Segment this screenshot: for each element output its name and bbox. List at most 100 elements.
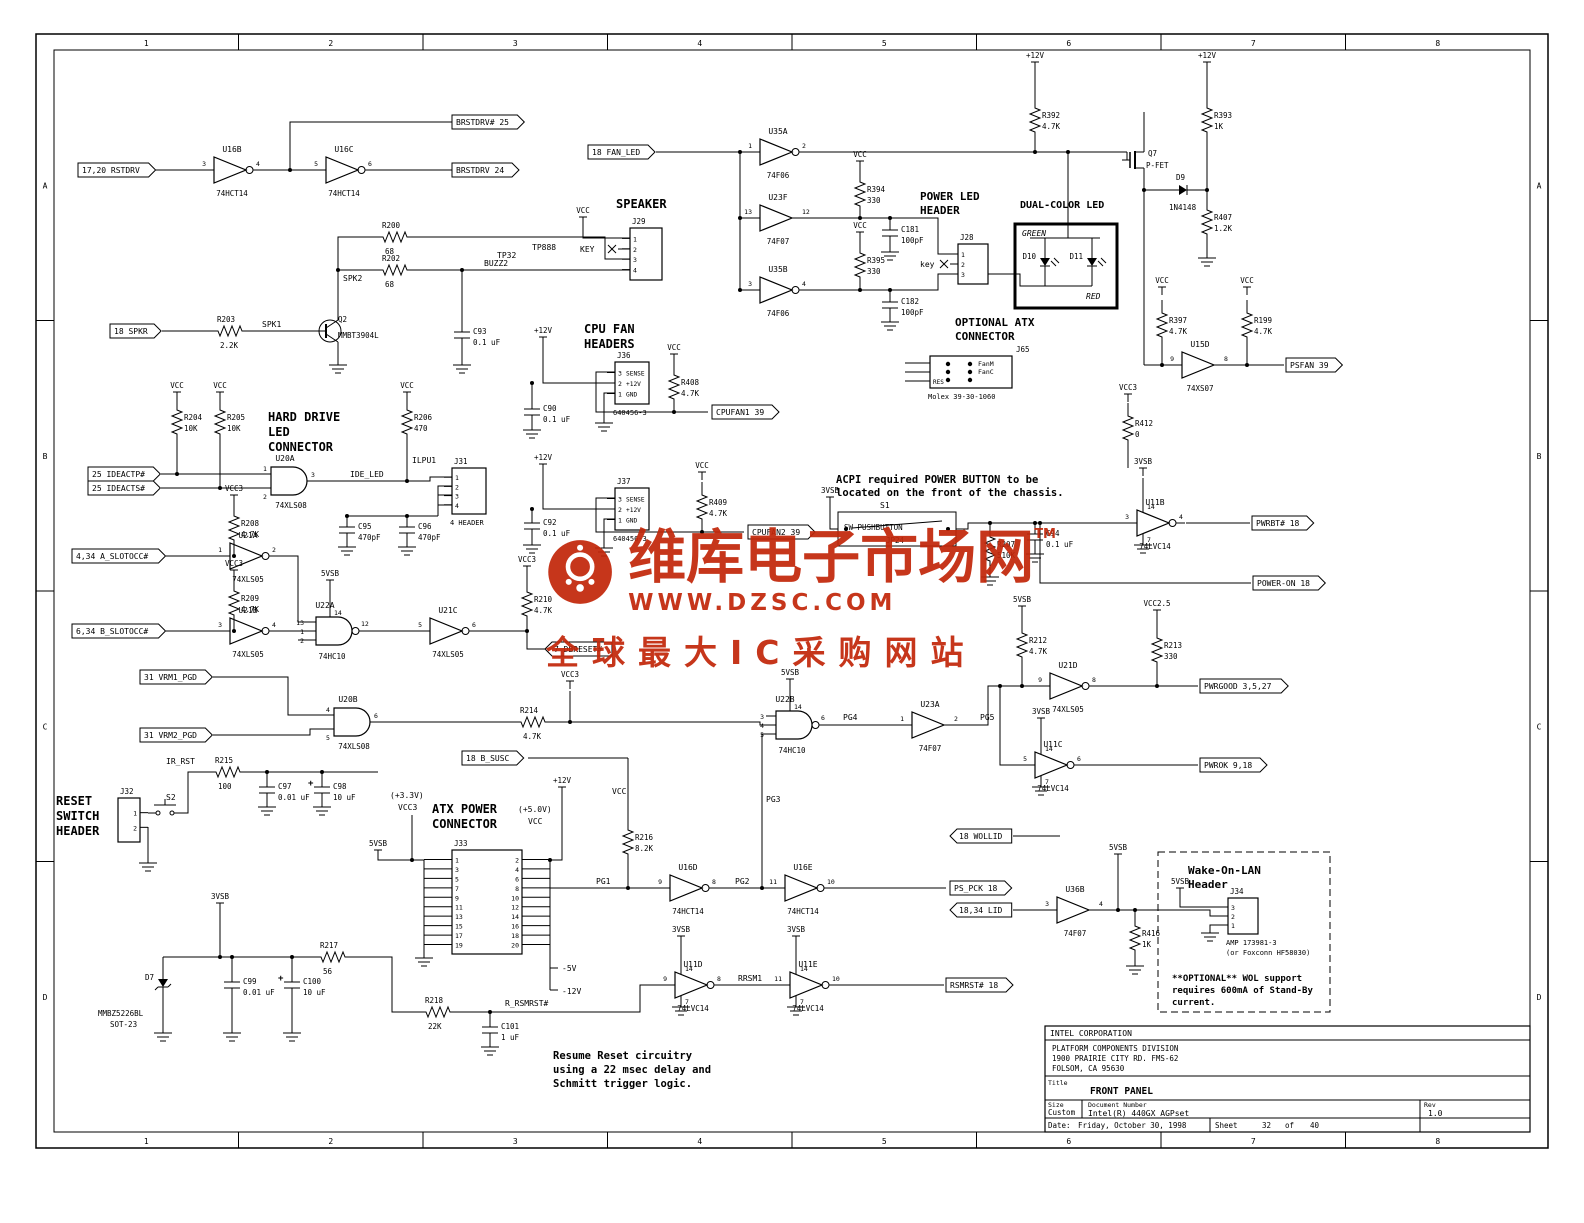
svg-text:U22B: U22B (775, 695, 794, 704)
svg-text:B: B (43, 452, 48, 461)
ground (595, 542, 613, 557)
svg-text:6: 6 (368, 160, 372, 168)
svg-text:100: 100 (218, 782, 232, 791)
svg-text:10K: 10K (184, 424, 198, 433)
svg-text:1: 1 (144, 39, 149, 48)
svg-text:3VSB: 3VSB (1032, 707, 1051, 716)
svg-text:C92: C92 (543, 518, 557, 527)
svg-text:PG5: PG5 (980, 713, 995, 722)
svg-text:VCC: VCC (667, 343, 681, 352)
svg-text:J33: J33 (454, 839, 468, 848)
svg-text:1K: 1K (1142, 940, 1152, 949)
svg-text:C95: C95 (358, 522, 372, 531)
svg-text:74LVC14: 74LVC14 (792, 1004, 824, 1013)
svg-text:+12V: +12V (553, 776, 572, 785)
svg-text:9: 9 (455, 894, 459, 902)
svg-text:INTEL CORPORATION: INTEL CORPORATION (1050, 1029, 1132, 1038)
svg-text:R200: R200 (382, 221, 401, 230)
diode-D10: D10 (1022, 248, 1060, 276)
svg-text:SW PUSHBUTTON: SW PUSHBUTTON (844, 523, 903, 532)
svg-text:SOT-23: SOT-23 (110, 1020, 137, 1029)
svg-text:PS_PCK 18: PS_PCK 18 (954, 884, 998, 893)
svg-text:11: 11 (455, 904, 463, 912)
svg-text:ILPU1: ILPU1 (412, 456, 436, 465)
svg-text:2: 2 (515, 856, 519, 864)
svg-text:1: 1 (133, 810, 137, 818)
signal-tag-7-dbreset-: 7 DBRESET# (544, 641, 613, 657)
svg-text:10: 10 (511, 894, 519, 902)
svg-text:7: 7 (1251, 1137, 1256, 1146)
svg-text:31 VRM2_PGD: 31 VRM2_PGD (144, 731, 197, 740)
svg-text:0.1 uF: 0.1 uF (1046, 540, 1074, 549)
svg-text:+: + (278, 974, 284, 984)
svg-text:-5V: -5V (562, 964, 577, 973)
svg-text:Molex 39-30-1060: Molex 39-30-1060 (928, 393, 995, 401)
svg-text:4 HEADER: 4 HEADER (450, 519, 485, 527)
svg-text:1: 1 (1231, 922, 1235, 930)
svg-text:CPUFAN2 39: CPUFAN2 39 (752, 528, 800, 537)
svg-text:74HCT14: 74HCT14 (672, 907, 704, 916)
svg-text:18 FAN_LED: 18 FAN_LED (592, 148, 640, 157)
svg-text:330: 330 (1164, 652, 1178, 661)
svg-text:11: 11 (774, 975, 782, 983)
svg-text:SENSE: SENSE (626, 497, 645, 504)
power-VCC3: VCC3 (1119, 383, 1137, 402)
svg-text:J36: J36 (617, 351, 631, 360)
svg-text:4.7K: 4.7K (681, 389, 700, 398)
power-VCC: VCC (1155, 276, 1169, 295)
power-VCC3: VCC3 (561, 670, 579, 689)
svg-text:1 uF: 1 uF (501, 1033, 520, 1042)
svg-text:D7: D7 (145, 973, 154, 982)
power-VCC3: VCC3 (225, 559, 243, 578)
svg-text:3VSB: 3VSB (787, 925, 806, 934)
svg-text:470pF: 470pF (418, 533, 441, 542)
svg-text:6: 6 (472, 621, 476, 629)
svg-text:2: 2 (328, 39, 333, 48)
svg-text:POWER LED: POWER LED (920, 190, 980, 203)
svg-text:68: 68 (385, 280, 395, 289)
svg-text:RED: RED (1086, 292, 1101, 301)
svg-text:1: 1 (263, 465, 267, 473)
svg-text:U16E: U16E (793, 863, 812, 872)
svg-text:C182: C182 (901, 297, 919, 306)
svg-text:PG1: PG1 (596, 877, 611, 886)
svg-text:S1: S1 (880, 501, 890, 510)
svg-text:U21C: U21C (438, 606, 457, 615)
svg-text:25 IDEACTS#: 25 IDEACTS# (92, 484, 145, 493)
svg-text:+12V: +12V (626, 507, 641, 514)
signal-tag-25-ideacts-: 25 IDEACTS# (87, 480, 162, 496)
svg-text:J29: J29 (632, 217, 646, 226)
svg-text:GND: GND (626, 518, 637, 525)
junctions (175, 150, 1249, 1014)
svg-text:MMBZ5226BL: MMBZ5226BL (98, 1009, 144, 1018)
svg-text:5: 5 (314, 160, 318, 168)
svg-text:J32: J32 (120, 787, 134, 796)
svg-text:C94: C94 (1046, 529, 1060, 538)
svg-text:1: 1 (618, 391, 622, 399)
svg-text:-12V: -12V (562, 987, 581, 996)
svg-text:18,34 LID: 18,34 LID (959, 906, 1003, 915)
ground (283, 1027, 301, 1042)
svg-text:100pF: 100pF (901, 236, 924, 245)
